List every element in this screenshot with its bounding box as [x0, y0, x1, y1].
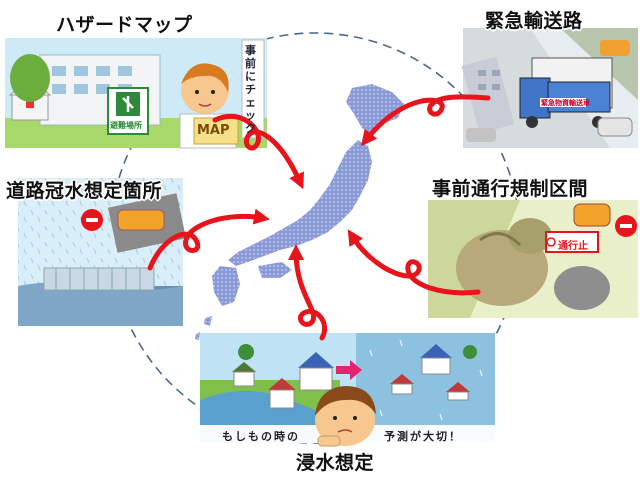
japan-map [195, 84, 404, 340]
arrow-emergency [361, 94, 491, 147]
label-road-flooding: 道路冠水想定箇所 [6, 180, 163, 202]
red-arrows [147, 94, 491, 341]
emergency-route-panel [461, 28, 638, 148]
truck-banner-text: 緊急物資輸送車 [541, 99, 590, 107]
hazard-map-panel [5, 38, 267, 149]
map-sign-text: MAP [197, 123, 230, 138]
label-hazard-map: ハザードマップ [56, 14, 193, 36]
flood-caption-left: もしもの時の [222, 430, 300, 443]
flood-caption-right: 予測が大切！ [384, 430, 462, 443]
arrow-traffic-control [347, 229, 481, 296]
arrow-flood [288, 244, 328, 341]
label-flood-assumption: 浸水想定 [296, 452, 375, 474]
arrow-road-flooding [147, 208, 270, 271]
no-entry-sign-text: 通行止 [558, 241, 588, 252]
pre-traffic-control-panel [428, 200, 638, 318]
road-flooding-panel [18, 178, 187, 326]
check-banner-text: 事前にチェック [245, 44, 256, 135]
flood-assumption-panel [200, 333, 495, 447]
label-pre-traffic-control: 事前通行規制区間 [432, 178, 589, 200]
arrow-hazard [212, 113, 304, 190]
label-emergency-route: 緊急輸送路 [485, 10, 583, 32]
evacuation-sign-text: 避難場所 [110, 121, 142, 130]
